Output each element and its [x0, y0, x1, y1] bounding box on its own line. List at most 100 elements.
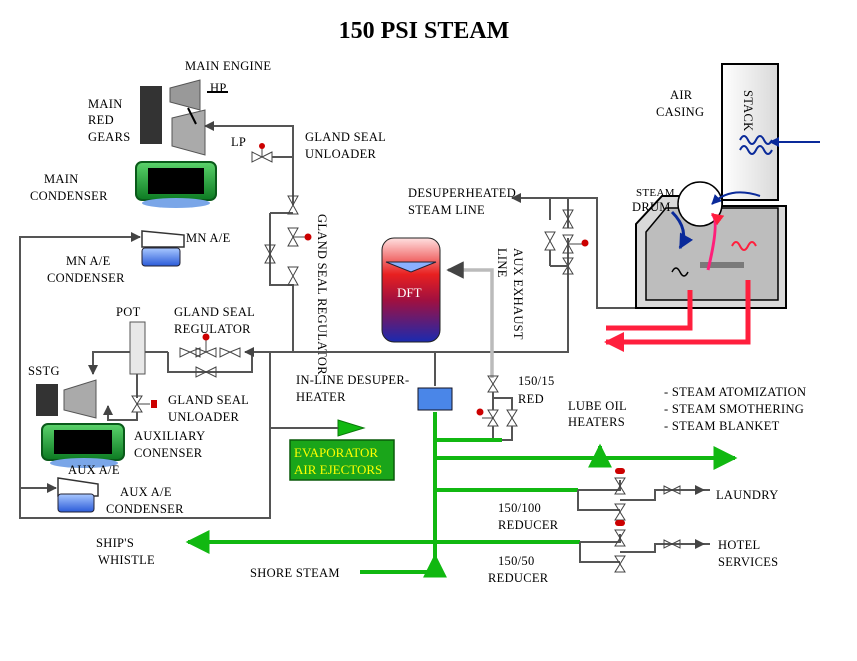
gland-seal-regulator-horizontal	[167, 333, 253, 378]
sstg-unloader-return	[103, 405, 138, 421]
main-condenser-label-1: MAIN	[44, 172, 79, 186]
hotel-services-label-2: SERVICES	[718, 555, 778, 569]
desuperheated-label-1: DESUPERHEATED	[408, 186, 516, 200]
lp-turbine	[171, 109, 206, 156]
services-label-3: - STEAM BLANKET	[664, 419, 780, 433]
gland-regulator-bypass	[269, 213, 294, 352]
downcomer-arrow	[670, 210, 694, 250]
inline-desuperheater	[417, 387, 453, 411]
main-reduction-gears	[140, 86, 162, 144]
desuper-coil	[671, 267, 689, 277]
ships-whistle-label-2: WHISTLE	[98, 553, 155, 567]
green-shore-steam-line	[360, 553, 447, 578]
main-header-pipe	[293, 238, 569, 353]
main-red-gears-label-1: MAIN	[88, 97, 123, 111]
drum-outlet-pipe	[550, 197, 648, 309]
auxiliary-condenser-core	[54, 430, 112, 454]
superheated-outlet-2	[604, 280, 751, 352]
mn-ae-group	[141, 230, 185, 267]
left-steam-loop	[19, 232, 271, 519]
hotel-services-label-1: HOTEL	[718, 538, 760, 552]
gland-seal-unloader-label-1: GLAND SEAL	[168, 393, 249, 407]
services-label-2: - STEAM SMOTHERING	[664, 402, 804, 416]
steam-drum-label-2: DRUM	[632, 200, 671, 214]
air-casing-label-2: CASING	[656, 105, 704, 119]
reducer-150-50-label-2: REDUCER	[488, 571, 549, 585]
evaporator-label-1: EVAPORATOR	[294, 445, 378, 460]
water-drum	[700, 262, 744, 268]
stack	[721, 63, 779, 201]
red-150-15-label-1: 150/15	[518, 374, 555, 388]
inline-desuper-label-2: HEATER	[296, 390, 346, 404]
hp-label: HP	[210, 81, 227, 95]
sstg-group	[36, 379, 125, 468]
mn-ae-label: MN A/E	[186, 231, 231, 245]
gland-seal-unloader-top-label-2: UNLOADER	[305, 147, 377, 161]
stack-label: STACK	[741, 90, 755, 131]
reducer-150-100-label-1: 150/100	[498, 501, 541, 515]
air-casing-label-1: AIR	[670, 88, 693, 102]
desuperheater-valves	[544, 209, 589, 275]
red-150-15-label-2: RED	[518, 392, 544, 406]
gland-seal-pipe-top	[204, 121, 294, 205]
dft-label: DFT	[397, 285, 422, 300]
gland-seal-unloader-label-2: UNLOADER	[168, 410, 240, 424]
gland-seal-unloader-top-label-1: GLAND SEAL	[305, 130, 386, 144]
mn-ae-condenser-label-2: CONDENSER	[47, 271, 125, 285]
gland-seal-regulator-vertical	[264, 195, 312, 286]
reducer-150-100	[577, 468, 710, 521]
lp-gland-valve	[251, 143, 273, 163]
gland-seal-regulator-vertical-label: GLAND SEAL REGULATOR	[315, 214, 329, 375]
mn-ae-ejector	[141, 230, 185, 248]
pot	[129, 321, 146, 375]
aux-exhaust-label-1: AUX EXHAUST	[511, 248, 525, 340]
mn-ae-condenser-label-1: MN A/E	[66, 254, 111, 268]
main-engine-group	[135, 79, 228, 208]
aux-exhaust-line	[446, 261, 494, 378]
main-red-gears-label-3: GEARS	[88, 130, 130, 144]
inline-desuper-label-1: IN-LINE DESUPER-	[296, 373, 409, 387]
gland-seal-regulator-label-2: REGULATOR	[174, 322, 251, 336]
pot-label: POT	[116, 305, 141, 319]
hp-turbine	[169, 79, 201, 111]
mn-ae-condenser	[141, 247, 181, 267]
gland-seal-regulator-label-1: GLAND SEAL	[174, 305, 255, 319]
lube-oil-label-1: LUBE OIL	[568, 399, 627, 413]
sstg-steam-in	[88, 351, 130, 375]
reducer-150-15-valves	[476, 375, 518, 441]
aux-ae-condenser-label-1: AUX A/E	[120, 485, 172, 499]
sstg-gland-unloader-valve	[131, 395, 157, 413]
aux-ae-condenser	[57, 493, 95, 513]
reducer-150-100-label-2: REDUCER	[498, 518, 559, 532]
sstg-generator	[36, 384, 58, 416]
hp-lp-link	[187, 107, 197, 125]
economizer-coil-2	[739, 145, 773, 155]
economizer-coil	[739, 135, 773, 145]
services-label-1: - STEAM ATOMIZATION	[664, 385, 806, 399]
shore-steam-label: SHORE STEAM	[250, 566, 340, 580]
main-condenser-base	[142, 198, 210, 208]
dft-tank	[381, 237, 441, 343]
reducer-150-50	[579, 520, 710, 573]
drum-feed-arrow	[711, 191, 761, 205]
auxiliary-condenser-label-2: CONENSER	[134, 446, 203, 460]
main-condenser-core	[148, 168, 204, 194]
steam-drum	[677, 181, 723, 227]
page-title: 150 PSI STEAM	[339, 18, 510, 44]
aux-ae-label: AUX A/E	[68, 463, 120, 477]
lube-oil-label-2: HEATERS	[568, 415, 625, 429]
main-red-gears-label-2: RED	[88, 113, 114, 127]
aux-ae-condenser-label-2: CONDENSER	[106, 502, 184, 516]
dft-spray	[385, 261, 437, 273]
aux-ae-group	[57, 477, 99, 513]
laundry-label: LAUNDRY	[716, 488, 779, 502]
boiler: STACK	[635, 63, 820, 309]
main-condenser-label-2: CONDENSER	[30, 189, 108, 203]
aux-exhaust-label-2: LINE	[495, 248, 509, 278]
evaporator-arrow	[337, 419, 366, 437]
lp-label: LP	[231, 135, 246, 149]
evaporator-air-ejectors	[289, 439, 395, 481]
desuperheated-label-2: STEAM LINE	[408, 203, 485, 217]
evaporator-label-2: AIR EJECTORS	[294, 462, 382, 477]
